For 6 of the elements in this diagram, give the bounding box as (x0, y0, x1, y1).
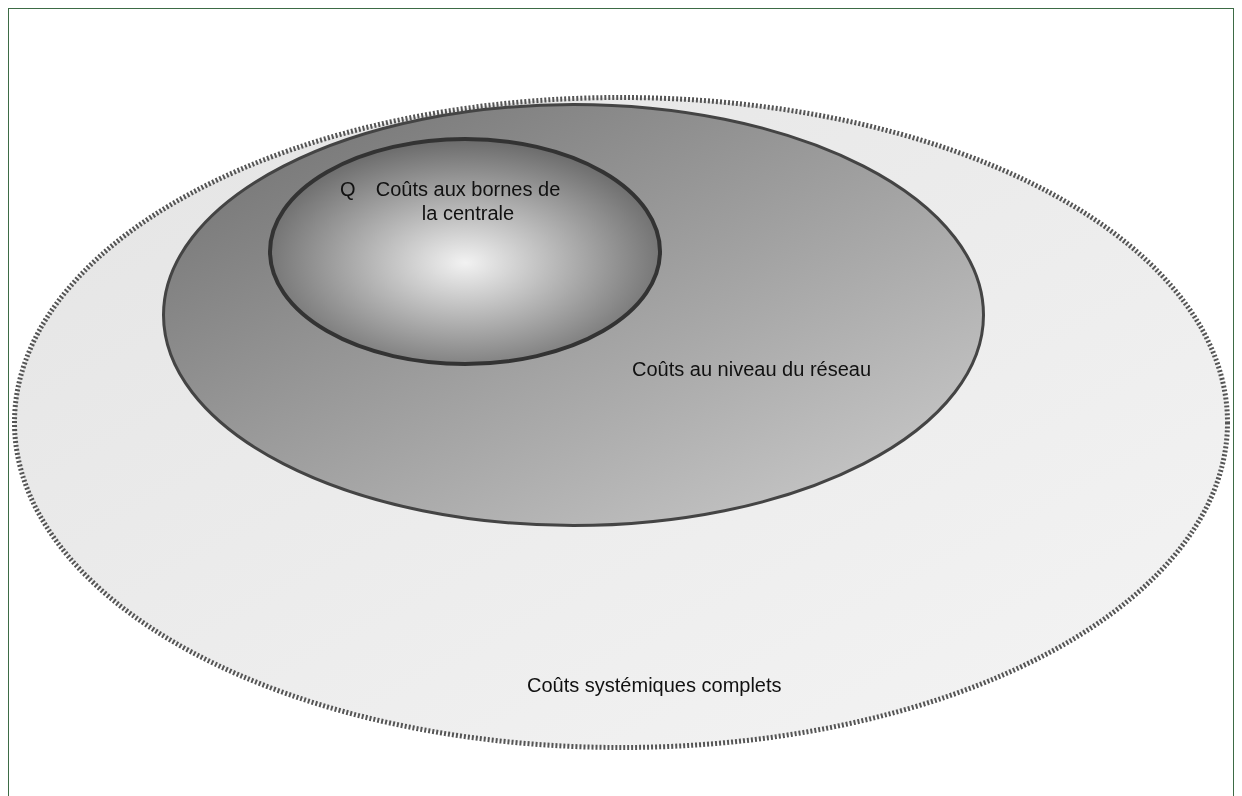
region-label: Coûts systémiques complets (527, 673, 783, 697)
ellipse-region (162, 103, 985, 527)
region-label: Coûts au niveau du réseau (632, 357, 872, 381)
dotted-ellipse (12, 95, 1230, 750)
region-label: Coûts aux bornes de la centrale (374, 177, 562, 225)
letter-label: Q (340, 177, 357, 201)
